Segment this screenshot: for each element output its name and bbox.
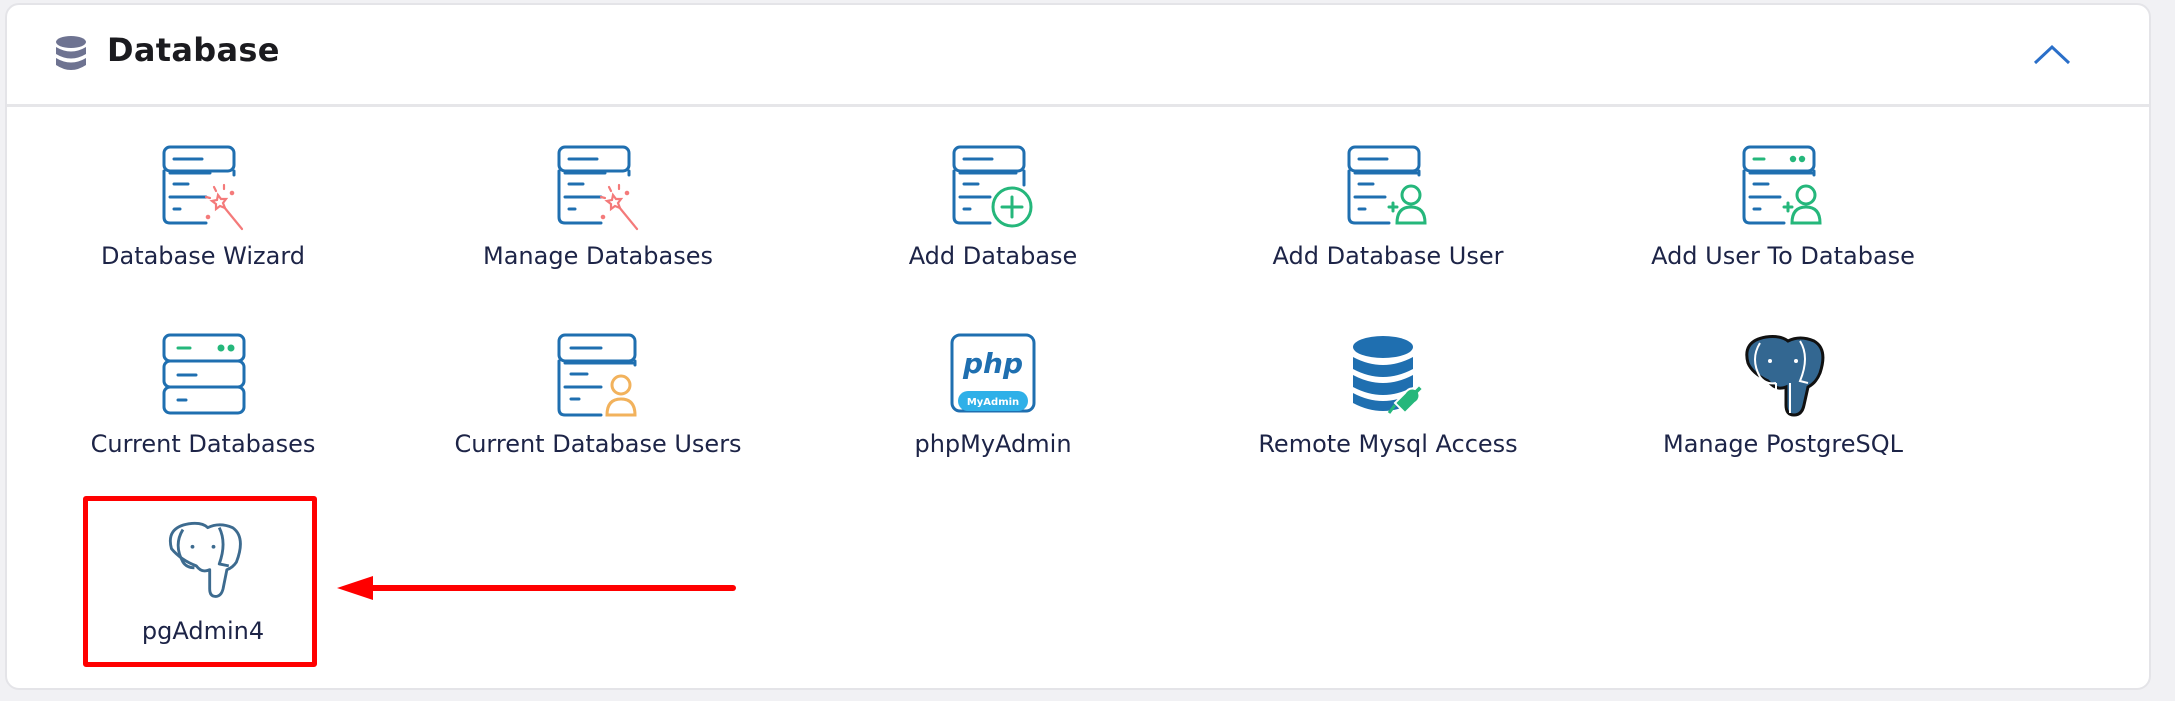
item-label: Database Wizard bbox=[101, 242, 305, 270]
remote-mysql-icon bbox=[1353, 336, 1425, 415]
phpmyadmin-icon: php MyAdmin bbox=[950, 333, 1036, 413]
section-header[interactable]: Database bbox=[7, 5, 2149, 107]
add-user-to-database-item[interactable]: Add User To Database bbox=[1593, 145, 1973, 295]
item-label: Add User To Database bbox=[1651, 242, 1915, 270]
database-icon bbox=[56, 36, 86, 70]
phpmyadmin-item[interactable]: php MyAdmin phpMyAdmin bbox=[803, 333, 1183, 483]
add-user-to-database-icon bbox=[1742, 145, 1822, 225]
arrow-annotation bbox=[337, 576, 736, 600]
current-database-users-item[interactable]: Current Database Users bbox=[408, 333, 788, 483]
chevron-up-icon[interactable] bbox=[2027, 35, 2077, 75]
manage-databases-item[interactable]: Manage Databases bbox=[408, 145, 788, 295]
svg-text:MyAdmin: MyAdmin bbox=[967, 397, 1019, 408]
section-title: Database bbox=[107, 31, 280, 69]
item-label: Add Database User bbox=[1272, 242, 1504, 270]
manage-postgresql-item[interactable]: Manage PostgreSQL bbox=[1593, 333, 1973, 483]
pgadmin4-item[interactable]: pgAdmin4 bbox=[13, 520, 393, 670]
add-database-user-item[interactable]: Add Database User bbox=[1198, 145, 1578, 295]
add-database-user-icon bbox=[1347, 145, 1427, 225]
item-label: Current Databases bbox=[90, 430, 316, 458]
item-label: Add Database bbox=[908, 242, 1078, 270]
remote-mysql-access-item[interactable]: Remote Mysql Access bbox=[1198, 333, 1578, 483]
add-database-item[interactable]: Add Database bbox=[803, 145, 1183, 295]
item-label: Manage Databases bbox=[483, 242, 713, 270]
item-label: Current Database Users bbox=[454, 430, 742, 458]
database-wizard-item[interactable]: Database Wizard bbox=[13, 145, 393, 295]
pgadmin-icon bbox=[168, 521, 242, 598]
svg-text:php: php bbox=[962, 347, 1023, 380]
postgresql-icon bbox=[1745, 335, 1825, 417]
highlight-box bbox=[83, 496, 317, 667]
current-database-users-icon bbox=[557, 333, 637, 417]
add-database-icon bbox=[952, 145, 1033, 228]
manage-databases-icon bbox=[557, 145, 639, 231]
item-label: Manage PostgreSQL bbox=[1662, 430, 1903, 458]
item-label: Remote Mysql Access bbox=[1258, 430, 1518, 458]
current-databases-item[interactable]: Current Databases bbox=[13, 333, 393, 483]
database-wizard-icon bbox=[162, 145, 244, 231]
item-label: phpMyAdmin bbox=[914, 430, 1072, 458]
item-label: pgAdmin4 bbox=[141, 617, 265, 645]
current-databases-icon bbox=[162, 333, 246, 415]
